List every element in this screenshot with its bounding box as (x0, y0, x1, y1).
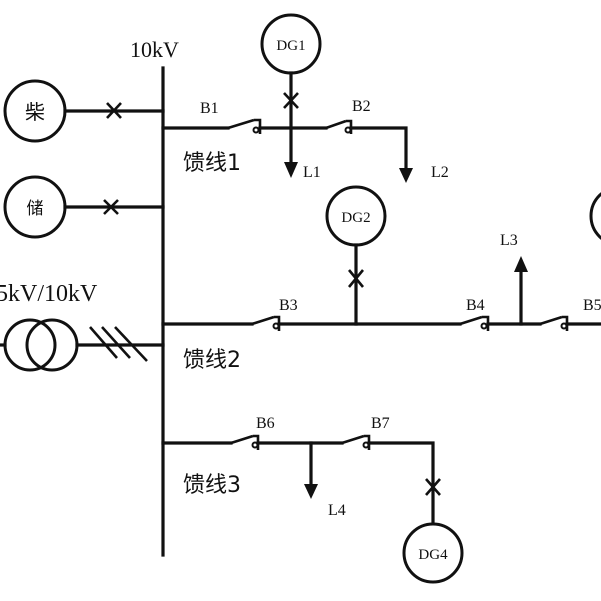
dg1-label: DG1 (276, 38, 305, 54)
switch-b1[interactable] (227, 118, 262, 134)
switch-b3[interactable] (251, 315, 281, 331)
load-l1-label: L1 (303, 164, 321, 181)
dg3-icon[interactable] (589, 187, 601, 245)
switch-b2[interactable] (325, 119, 353, 134)
switch-b2-label: B2 (352, 98, 371, 115)
transformer-label: 5kV/10kV (0, 281, 98, 307)
feeder1-label: 馈线1 (183, 151, 241, 176)
feeder3-line-c (367, 441, 435, 526)
load-l4-arrow-icon[interactable] (304, 484, 318, 499)
transformer-icon[interactable] (3, 318, 79, 372)
dg2-breaker-icon[interactable] (347, 269, 365, 288)
load-l2-label: L2 (431, 164, 449, 181)
load-l1-arrow-icon[interactable] (284, 162, 298, 178)
dg4-icon[interactable] (402, 522, 464, 584)
dg4-label: DG4 (418, 547, 448, 563)
feeder1-line-c (349, 126, 408, 170)
switch-b5-label: B5 (583, 297, 601, 314)
storage-breaker-icon[interactable] (103, 199, 119, 215)
switch-b7[interactable] (341, 434, 371, 450)
bus-voltage-label: 10kV (130, 37, 179, 62)
switch-b6-label: B6 (256, 415, 275, 432)
dg2-label: DG2 (341, 210, 370, 226)
load-l4-label: L4 (328, 502, 346, 519)
cable-hatch-icon (89, 326, 148, 362)
dg1-breaker-icon[interactable] (283, 92, 299, 109)
diesel-breaker-icon[interactable] (106, 102, 122, 119)
load-l3-label: L3 (500, 232, 518, 249)
switch-b1-label: B1 (200, 100, 219, 117)
load-l2-arrow-icon[interactable] (399, 168, 413, 183)
diesel-label: 柴 (25, 100, 45, 124)
switch-b6[interactable] (230, 434, 260, 450)
feeder3-label: 馈线3 (183, 473, 241, 498)
switch-b4-label: B4 (466, 297, 485, 314)
switch-b7-label: B7 (371, 415, 390, 432)
feeder2-label: 馈线2 (183, 348, 241, 373)
switch-b3-label: B3 (279, 297, 298, 314)
switch-b5[interactable] (539, 315, 569, 331)
load-l3-arrow-icon[interactable] (514, 256, 528, 272)
dg4-breaker-icon[interactable] (425, 478, 441, 496)
storage-label: 储 (27, 199, 44, 219)
switch-b4[interactable] (459, 315, 490, 331)
